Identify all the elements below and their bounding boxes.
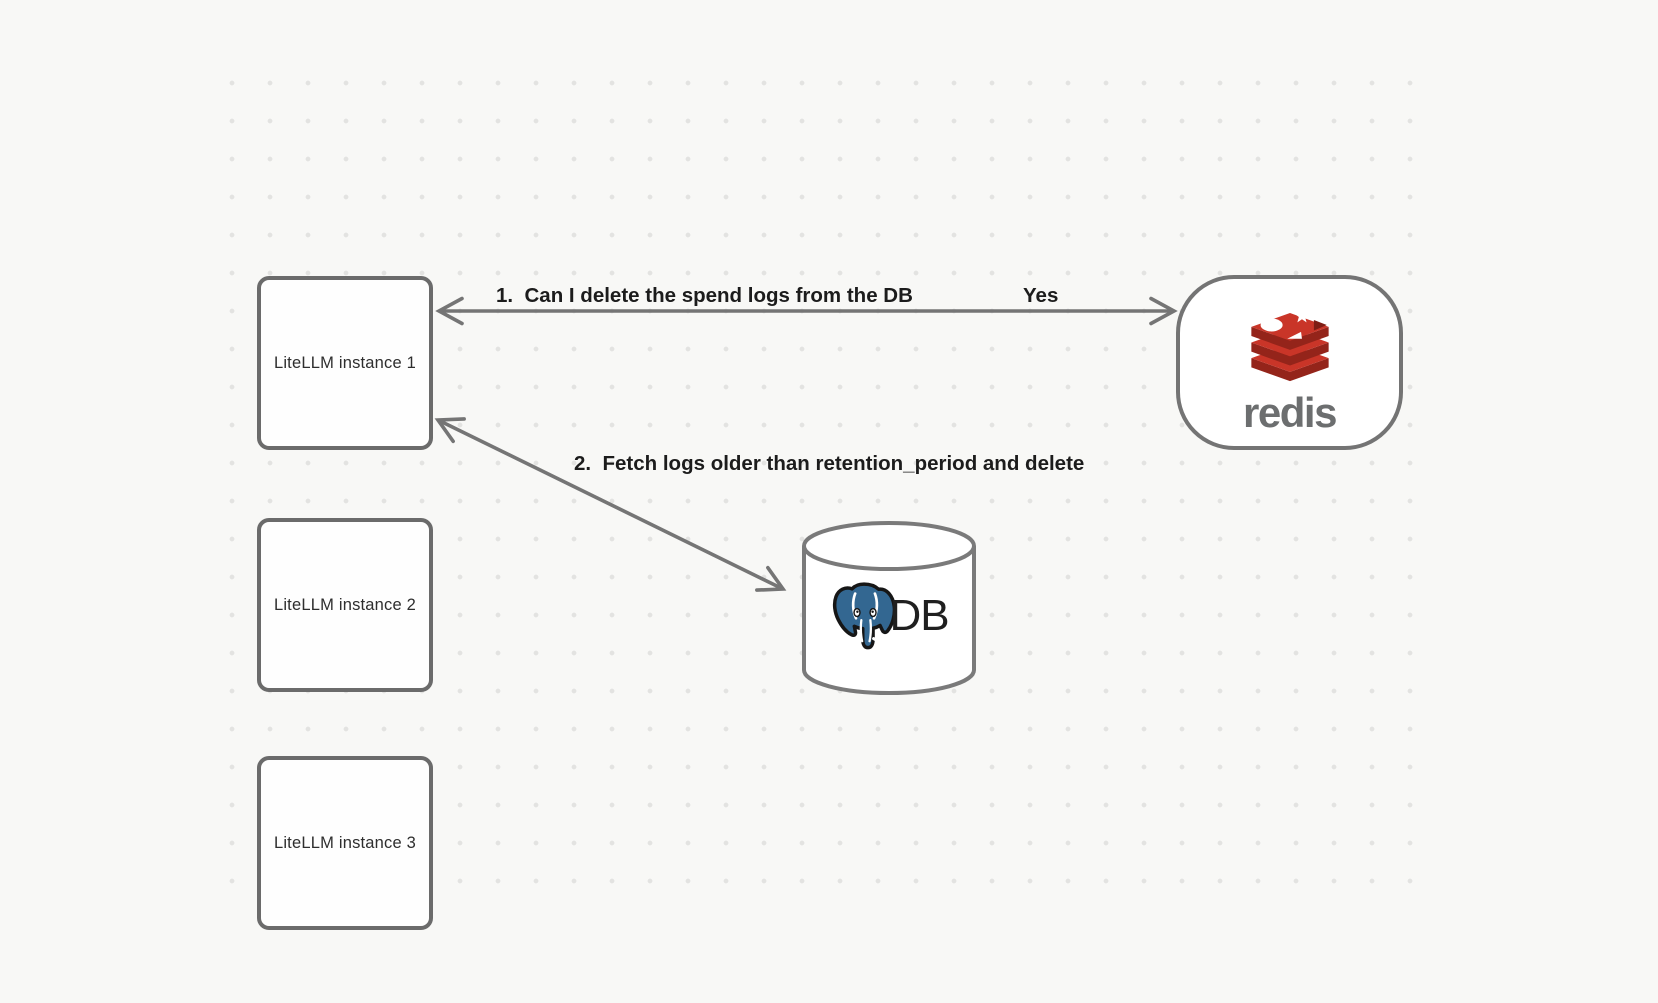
- litellm-instance-1-node[interactable]: LiteLLM instance 1: [257, 276, 433, 450]
- redis-node[interactable]: redis: [1176, 275, 1403, 450]
- redis-wordmark: redis: [1243, 389, 1337, 436]
- litellm-instance-3-label: LiteLLM instance 3: [273, 833, 417, 852]
- litellm-instance-3-node[interactable]: LiteLLM instance 3: [257, 756, 433, 930]
- litellm-instance-1-label: LiteLLM instance 1: [273, 353, 417, 372]
- db-node-content: DB: [807, 574, 971, 658]
- redis-logo-icon: [1250, 308, 1329, 382]
- arrow-1-question-label[interactable]: 1. Can I delete the spend logs from the …: [496, 284, 913, 307]
- db-bidirectional-arrow[interactable]: [434, 417, 787, 592]
- litellm-instance-2-node[interactable]: LiteLLM instance 2: [257, 518, 433, 692]
- db-cylinder-node[interactable]: DB: [801, 518, 977, 696]
- db-label: DB: [889, 591, 949, 640]
- postgresql-elephant-icon: [833, 582, 897, 650]
- litellm-instance-2-label: LiteLLM instance 2: [273, 595, 417, 614]
- arrow-1-answer-label[interactable]: Yes: [1023, 284, 1059, 307]
- arrow-2-label[interactable]: 2. Fetch logs older than retention_perio…: [574, 452, 1085, 475]
